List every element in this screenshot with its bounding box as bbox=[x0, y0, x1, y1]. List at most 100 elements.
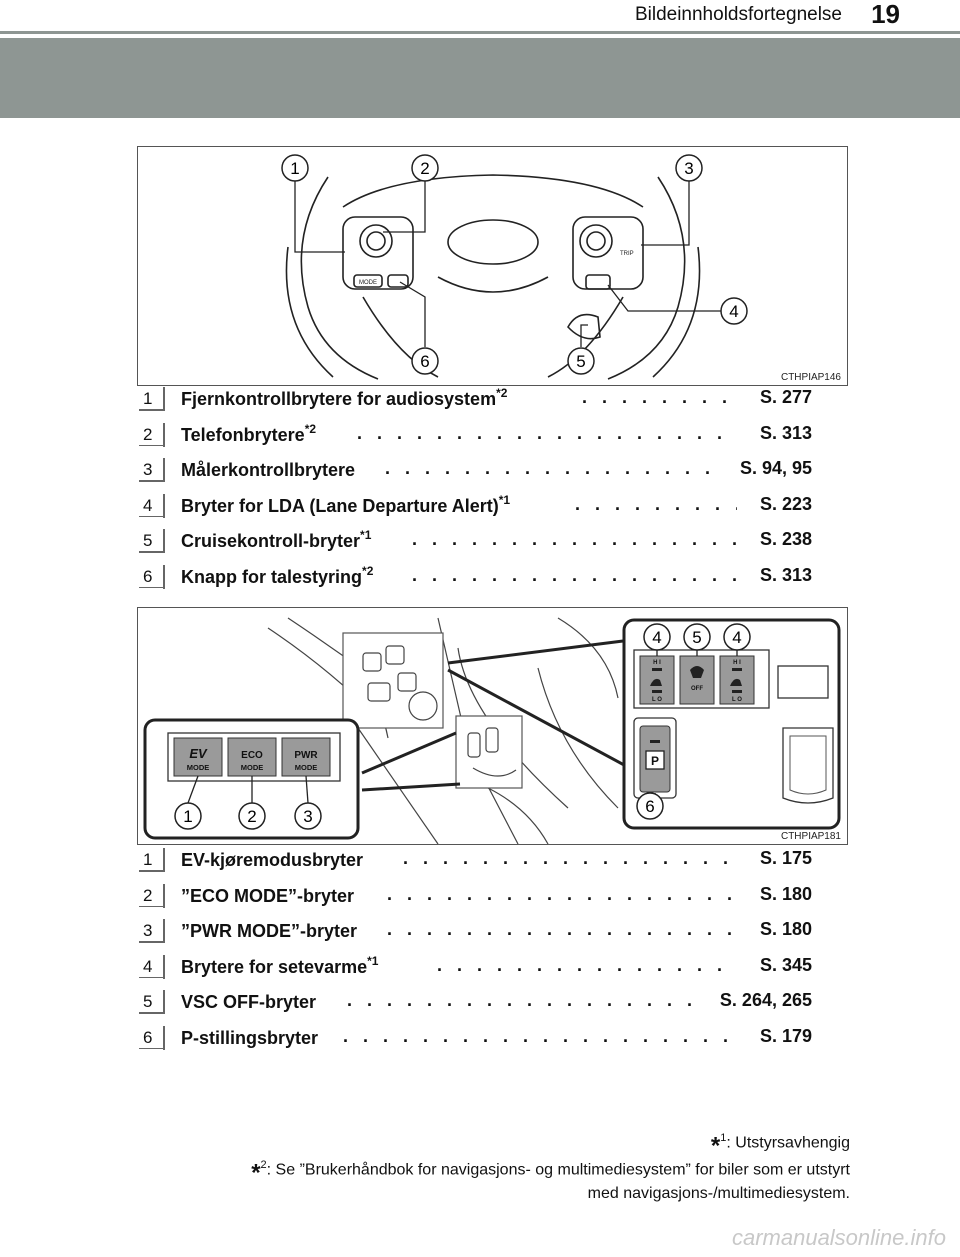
leader-dots: . . . . . . . . . . . . . . . . . . . . … bbox=[385, 458, 720, 478]
pwr-mode-button-bottom: MODE bbox=[295, 763, 318, 772]
center-console-drawing: EV MODE ECO MODE PWR MODE H I L O OFF H … bbox=[143, 617, 841, 844]
item-label: Cruisekontroll-bryter*1 bbox=[181, 528, 372, 551]
item-label: ”ECO MODE”-bryter bbox=[181, 885, 355, 906]
item-number: 3 bbox=[139, 458, 165, 482]
leader-dots: . . . . . . . . . . . . . . . . . . . . … bbox=[412, 529, 737, 549]
list-item: 4 Bryter for LDA (Lane Departure Alert)*… bbox=[137, 491, 817, 527]
seat-heater-left-lo: L O bbox=[652, 697, 662, 703]
callout-2: 2 bbox=[247, 807, 256, 826]
item-page-ref: S. 94, 95 bbox=[739, 458, 812, 478]
item-label: Telefonbrytere*2 bbox=[181, 421, 317, 445]
callout-6: 6 bbox=[420, 352, 429, 371]
callout-4-right: 4 bbox=[732, 628, 741, 647]
seat-heater-right-hi: H I bbox=[733, 660, 741, 666]
steering-wheel-figure: MODE TRIP 1 2 3 4 5 6 CTHPIAP146 bbox=[137, 146, 848, 386]
item-label: Fjernkontrollbrytere for audiosystem*2 bbox=[181, 386, 508, 409]
callout-3: 3 bbox=[684, 159, 693, 178]
console-switch-list: 1 EV-kjøremodusbryter . . . . . . . . . … bbox=[137, 845, 817, 1058]
item-page-ref: S. 313 bbox=[759, 422, 812, 443]
leader-dots: . . . . . . . . . . . . . . . . bbox=[582, 387, 737, 407]
figure2-code: CTHPIAP181 bbox=[780, 831, 841, 842]
leader-dots: . . . . . . . . . . . . . . . . . . . . … bbox=[343, 1025, 737, 1046]
steering-switch-list: 1 Fjernkontrollbrytere for audiosystem*2… bbox=[137, 384, 817, 597]
leader-dots: . . . . . . . . . . . . . . . . . . . . … bbox=[403, 848, 737, 868]
list-item: 6 P-stillingsbryter . . . . . . . . . . … bbox=[137, 1023, 817, 1059]
item-page-ref: S. 264, 265 bbox=[719, 990, 812, 1010]
figure1-callouts: 1 2 3 4 5 6 bbox=[281, 154, 748, 375]
item-label: Knapp for talestyring*2 bbox=[181, 563, 374, 587]
leader-dots: . . . . . . . . . . . . . . . . . . . . … bbox=[437, 954, 737, 975]
item-number: 2 bbox=[139, 422, 165, 447]
eco-mode-button-top: ECO bbox=[241, 750, 263, 761]
item-page-ref: S. 180 bbox=[759, 919, 812, 939]
item-number: 1 bbox=[139, 848, 165, 872]
callout-1: 1 bbox=[183, 807, 192, 826]
item-number: 4 bbox=[139, 954, 165, 979]
callout-3: 3 bbox=[303, 807, 312, 826]
footnote-1: *1: Utstyrsavhengig bbox=[710, 1132, 850, 1160]
leader-dots: . . . . . . . . . . . . . . . . bbox=[575, 493, 737, 514]
figure2-callouts: 1 2 3 4 5 4 6 bbox=[174, 623, 751, 830]
item-page-ref: S. 277 bbox=[759, 387, 812, 407]
header-band bbox=[0, 38, 960, 118]
vsc-off-label: OFF bbox=[691, 686, 703, 692]
leader-dots: . . . . . . . . . . . . . . . . . . . . … bbox=[412, 564, 737, 585]
item-page-ref: S. 179 bbox=[759, 1025, 812, 1046]
item-number: 1 bbox=[139, 387, 165, 411]
item-number: 6 bbox=[139, 1025, 165, 1050]
header-rule bbox=[0, 31, 960, 34]
callout-2: 2 bbox=[420, 159, 429, 178]
item-number: 5 bbox=[139, 529, 165, 553]
list-item: 6 Knapp for talestyring*2 . . . . . . . … bbox=[137, 562, 817, 598]
item-number: 5 bbox=[139, 990, 165, 1014]
callout-1: 1 bbox=[290, 159, 299, 178]
list-item: 1 Fjernkontrollbrytere for audiosystem*2… bbox=[137, 384, 817, 420]
ev-mode-button-top: EV bbox=[189, 746, 208, 761]
list-item: 1 EV-kjøremodusbryter . . . . . . . . . … bbox=[137, 845, 817, 881]
eco-mode-button-bottom: MODE bbox=[241, 763, 264, 772]
list-item: 3 Målerkontrollbrytere . . . . . . . . .… bbox=[137, 455, 817, 491]
leader-dots: . . . . . . . . . . . . . . . . . . . . … bbox=[347, 990, 699, 1010]
item-label: EV-kjøremodusbryter bbox=[181, 850, 364, 870]
list-item: 3 ”PWR MODE”-bryter . . . . . . . . . . … bbox=[137, 916, 817, 952]
trip-button-label: TRIP bbox=[620, 251, 634, 257]
list-item: 4 Brytere for setevarme*1 . . . . . . . … bbox=[137, 952, 817, 988]
callout-6: 6 bbox=[645, 797, 654, 816]
item-number: 6 bbox=[139, 564, 165, 589]
item-label: VSC OFF-bryter bbox=[181, 992, 317, 1012]
list-item: 5 VSC OFF-bryter . . . . . . . . . . . .… bbox=[137, 987, 817, 1023]
seat-heater-left-hi: H I bbox=[653, 660, 661, 666]
item-page-ref: S. 238 bbox=[759, 529, 812, 549]
item-label: Bryter for LDA (Lane Departure Alert)*1 bbox=[181, 492, 511, 516]
callout-4: 4 bbox=[729, 302, 738, 321]
page-number: 19 bbox=[871, 0, 900, 29]
item-page-ref: S. 175 bbox=[759, 848, 812, 868]
leader-dots: . . . . . . . . . . . . . . . . . . . . … bbox=[387, 883, 737, 904]
item-number: 2 bbox=[139, 883, 165, 908]
pwr-mode-button-top: PWR bbox=[294, 750, 318, 761]
leader-dots: . . . . . . . . . . . . . . . . . . . . … bbox=[387, 919, 737, 939]
mode-button-label: MODE bbox=[359, 280, 377, 286]
figure1-code: CTHPIAP146 bbox=[780, 372, 841, 383]
leader-dots: . . . . . . . . . . . . . . . . . . . . … bbox=[357, 422, 737, 443]
center-console-figure: EV MODE ECO MODE PWR MODE H I L O OFF H … bbox=[137, 607, 848, 845]
p-switch-label: P bbox=[651, 754, 659, 768]
item-page-ref: S. 313 bbox=[759, 564, 812, 585]
header-title: Bildeinnholdsfortegnelse bbox=[634, 4, 842, 25]
ev-mode-button-bottom: MODE bbox=[187, 763, 210, 772]
item-label: Målerkontrollbrytere bbox=[181, 460, 356, 480]
list-item: 2 Telefonbrytere*2 . . . . . . . . . . .… bbox=[137, 420, 817, 456]
callout-5: 5 bbox=[692, 628, 701, 647]
item-page-ref: S. 345 bbox=[759, 954, 812, 975]
footnote-2: *2: Se ”Brukerhåndbok for navigasjons- o… bbox=[251, 1159, 850, 1203]
item-label: P-stillingsbryter bbox=[181, 1027, 319, 1048]
item-label: ”PWR MODE”-bryter bbox=[181, 921, 358, 941]
item-page-ref: S. 180 bbox=[759, 883, 812, 904]
item-number: 3 bbox=[139, 919, 165, 943]
footnotes: *1: Utstyrsavhengig bbox=[710, 1128, 850, 1160]
item-label: Brytere for setevarme*1 bbox=[181, 953, 379, 977]
list-item: 2 ”ECO MODE”-bryter . . . . . . . . . . … bbox=[137, 881, 817, 917]
list-item: 5 Cruisekontroll-bryter*1 . . . . . . . … bbox=[137, 526, 817, 562]
seat-heater-right-lo: L O bbox=[732, 697, 742, 703]
item-page-ref: S. 223 bbox=[759, 493, 812, 514]
